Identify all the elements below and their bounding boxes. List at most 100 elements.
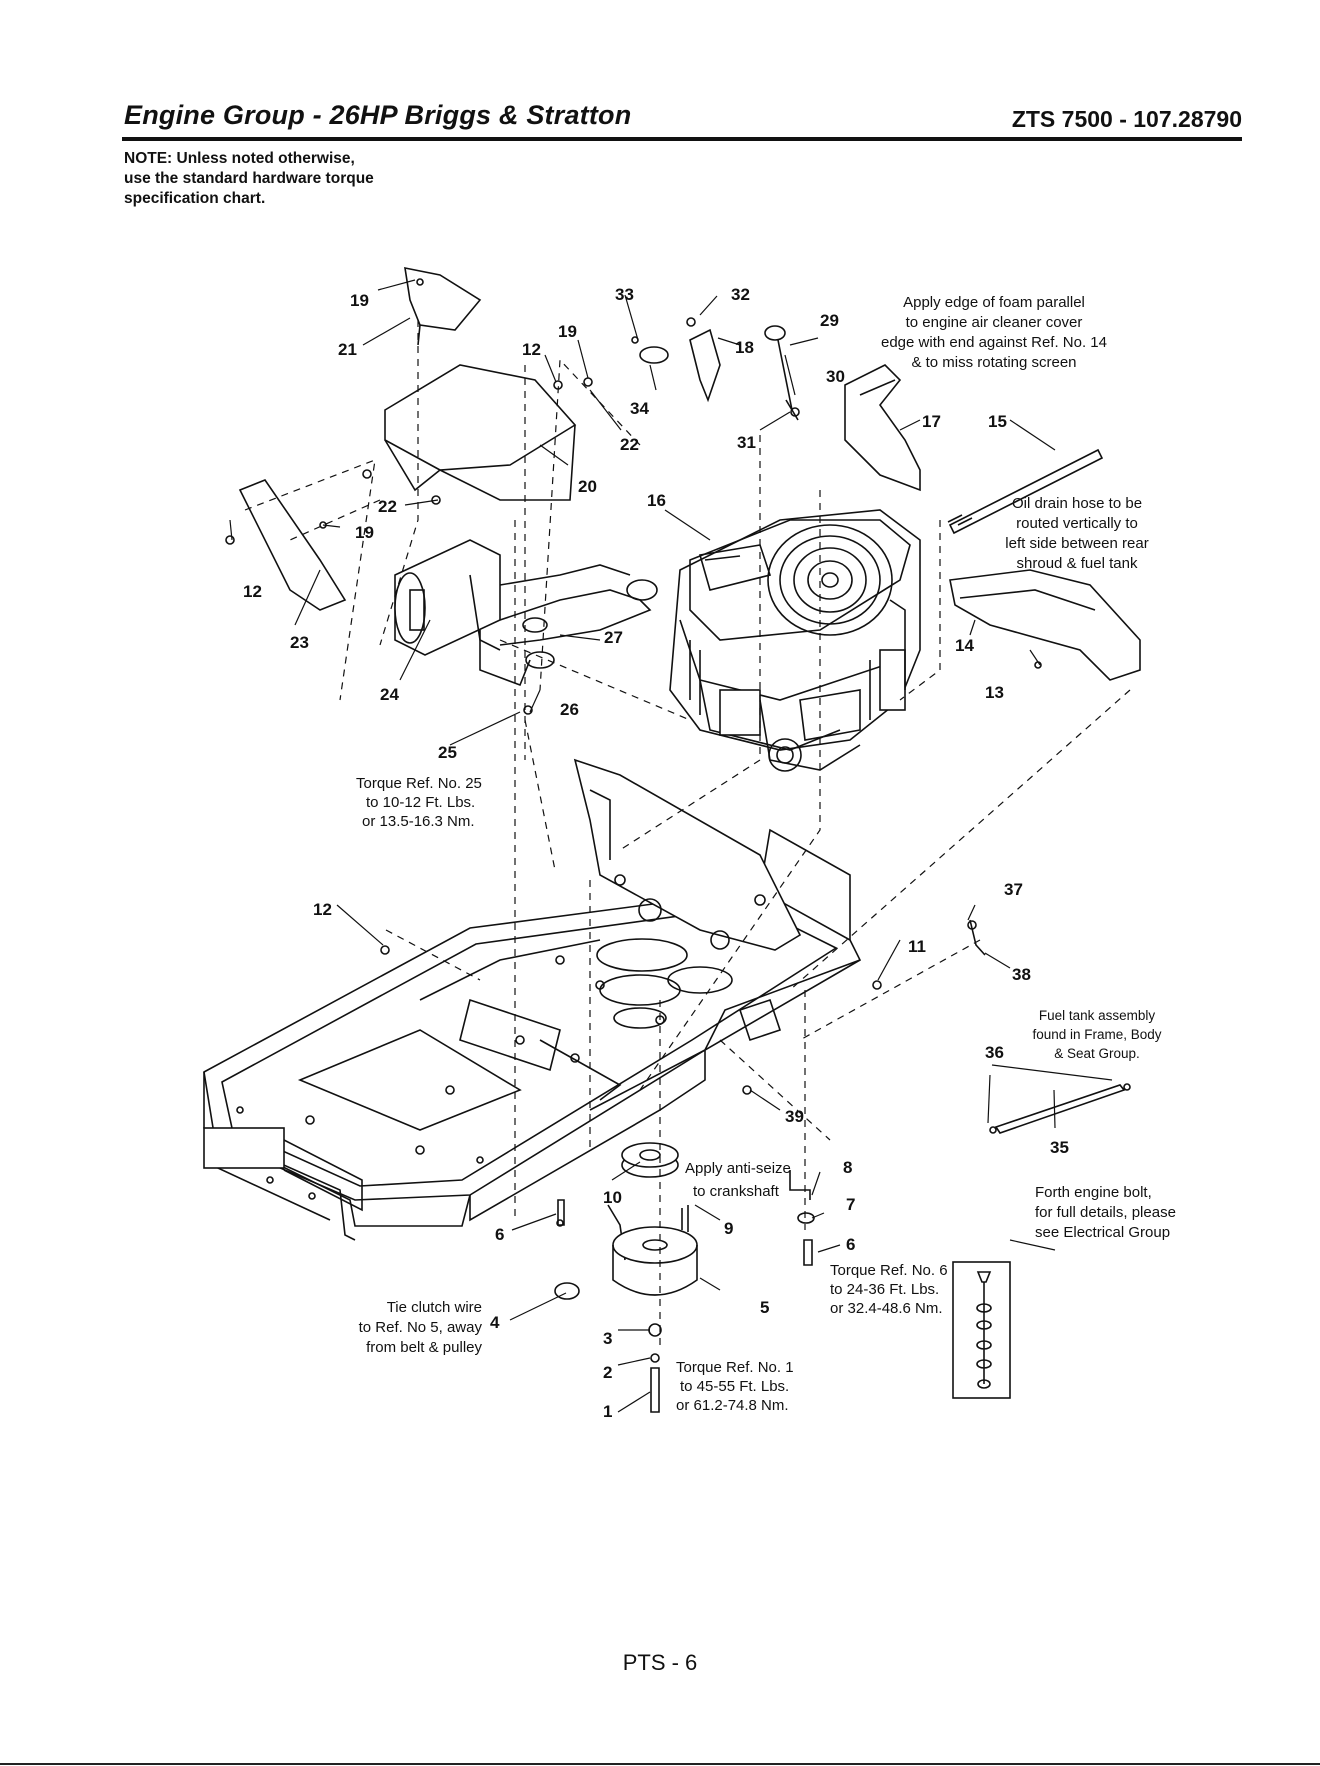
foam-note: Apply edge of foam parallel to engine ai… (881, 294, 1107, 371)
svg-text:to 10-12 Ft. Lbs.: to 10-12 Ft. Lbs. (366, 794, 475, 811)
svg-text:Apply edge of foam parallel: Apply edge of foam parallel (903, 294, 1085, 311)
svg-text:Oil drain hose to be: Oil drain hose to be (1012, 495, 1142, 512)
callout-26: 26 (560, 700, 579, 719)
callout-34: 34 (630, 399, 649, 418)
foam-strip (844, 364, 921, 492)
callout-19: 19 (558, 322, 577, 341)
callout-12: 12 (313, 900, 332, 919)
clutch-wire-note: Tie clutch wire to Ref. No 5, away from … (359, 1299, 483, 1356)
callout-37: 37 (1004, 880, 1023, 899)
callout-24: 24 (380, 685, 399, 704)
callout-14: 14 (955, 636, 974, 655)
fuel-tank-strap (967, 919, 1131, 1134)
callout-30: 30 (826, 367, 845, 386)
callout-19: 19 (355, 523, 374, 542)
hardware-items (225, 278, 1042, 1227)
svg-text:to 45-55 Ft. Lbs.: to 45-55 Ft. Lbs. (680, 1378, 789, 1395)
torque-25-note: Torque Ref. No. 25 to 10-12 Ft. Lbs. or … (356, 775, 482, 830)
torque-6-note: Torque Ref. No. 6 to 24-36 Ft. Lbs. or 3… (830, 1262, 948, 1317)
callout-17: 17 (922, 412, 941, 431)
note-line: NOTE: Unless noted otherwise, (124, 150, 355, 167)
svg-text:Torque Ref. No. 6: Torque Ref. No. 6 (830, 1262, 948, 1279)
torque-1-note: Torque Ref. No. 1 to 45-55 Ft. Lbs. or 6… (676, 1359, 794, 1414)
svg-text:from belt & pulley: from belt & pulley (366, 1339, 482, 1356)
svg-text:Apply anti-seize: Apply anti-seize (685, 1160, 791, 1177)
header-rule (122, 137, 1242, 141)
callout-33: 33 (615, 285, 634, 304)
note-line: specification chart. (124, 190, 266, 207)
callout-31: 31 (737, 433, 756, 452)
leader-lines (229, 279, 1113, 1413)
callout-11: 11 (908, 937, 926, 956)
callout-19: 19 (350, 291, 369, 310)
svg-text:to Ref. No 5, away: to Ref. No 5, away (359, 1319, 483, 1336)
svg-text:& Seat Group.: & Seat Group. (1054, 1046, 1140, 1061)
callout-18: 18 (735, 338, 754, 357)
svg-text:routed vertically to: routed vertically to (1016, 515, 1138, 532)
oil-hose-note: Oil drain hose to be routed vertically t… (1005, 495, 1148, 572)
svg-text:shroud & fuel tank: shroud & fuel tank (1017, 555, 1138, 572)
callout-5: 5 (760, 1298, 769, 1317)
callout-22: 22 (620, 435, 639, 454)
assembly-lines (244, 320, 1131, 1350)
svg-text:found in Frame, Body: found in Frame, Body (1032, 1027, 1161, 1042)
svg-text:Forth engine bolt,: Forth engine bolt, (1035, 1184, 1152, 1201)
callout-38: 38 (1012, 965, 1031, 984)
anti-seize-note: Apply anti-seize to crankshaft (685, 1160, 791, 1200)
callout-27: 27 (604, 628, 623, 647)
callout-29: 29 (820, 311, 839, 330)
model-number: ZTS 7500 - 107.28790 (1011, 106, 1242, 132)
fourth-bolt-note: Forth engine bolt, for full details, ple… (1035, 1184, 1176, 1241)
callout-23: 23 (290, 633, 309, 652)
callout-12: 12 (243, 582, 262, 601)
oil-drain-hose (947, 448, 1104, 535)
chassis-frame (203, 758, 862, 1241)
svg-text:Torque Ref. No. 25: Torque Ref. No. 25 (356, 775, 482, 792)
rear-shroud (949, 569, 1141, 681)
callout-25: 25 (438, 743, 457, 762)
svg-text:Torque Ref. No. 1: Torque Ref. No. 1 (676, 1359, 794, 1376)
svg-text:or 61.2-74.8 Nm.: or 61.2-74.8 Nm. (676, 1397, 789, 1414)
svg-text:or 13.5-16.3 Nm.: or 13.5-16.3 Nm. (362, 813, 475, 830)
engine-illustration (669, 509, 921, 772)
svg-text:to 24-36 Ft. Lbs.: to 24-36 Ft. Lbs. (830, 1281, 939, 1298)
svg-text:Tie clutch wire: Tie clutch wire (387, 1299, 482, 1316)
svg-text:to engine air cleaner cover: to engine air cleaner cover (906, 314, 1083, 331)
callout-6: 6 (846, 1235, 855, 1254)
callout-32: 32 (731, 285, 750, 304)
callout-9: 9 (724, 1219, 733, 1238)
heat-shield (238, 266, 577, 611)
callout-12: 12 (522, 340, 541, 359)
engine-bolt-inset (952, 1261, 1011, 1399)
callout-1: 1 (603, 1402, 612, 1421)
pto-clutch (554, 1142, 815, 1413)
svg-text:or 32.4-48.6 Nm.: or 32.4-48.6 Nm. (830, 1300, 943, 1317)
callout-2: 2 (603, 1363, 612, 1382)
dipstick (764, 325, 800, 421)
callout-22: 22 (378, 497, 397, 516)
svg-text:see Electrical Group: see Electrical Group (1035, 1224, 1170, 1241)
bottom-rule (0, 1763, 1320, 1765)
callout-36: 36 (985, 1043, 1004, 1062)
callout-20: 20 (578, 477, 597, 496)
svg-text:Fuel tank assembly: Fuel tank assembly (1039, 1008, 1156, 1023)
callout-15: 15 (988, 412, 1007, 431)
callout-3: 3 (603, 1329, 612, 1348)
fuel-tank-note: Fuel tank assembly found in Frame, Body … (1032, 1008, 1161, 1061)
callout-13: 13 (985, 683, 1004, 702)
callout-8: 8 (843, 1158, 852, 1177)
callout-numbers: 19 21 19 12 33 32 18 29 30 34 22 31 17 1… (243, 285, 1069, 1421)
callout-21: 21 (338, 340, 357, 359)
throttle-bracket (631, 317, 721, 403)
svg-text:to crankshaft: to crankshaft (693, 1183, 780, 1200)
note-line: use the standard hardware torque (124, 170, 374, 187)
callout-35: 35 (1050, 1138, 1069, 1157)
svg-text:for full details, please: for full details, please (1035, 1204, 1176, 1221)
muffler-assembly (394, 539, 658, 687)
svg-text:& to miss rotating screen: & to miss rotating screen (911, 354, 1076, 371)
callout-4: 4 (490, 1313, 500, 1332)
svg-text:left side between rear: left side between rear (1005, 535, 1148, 552)
callout-7: 7 (846, 1195, 855, 1214)
svg-text:edge with end against Ref. No.: edge with end against Ref. No. 14 (881, 334, 1107, 351)
